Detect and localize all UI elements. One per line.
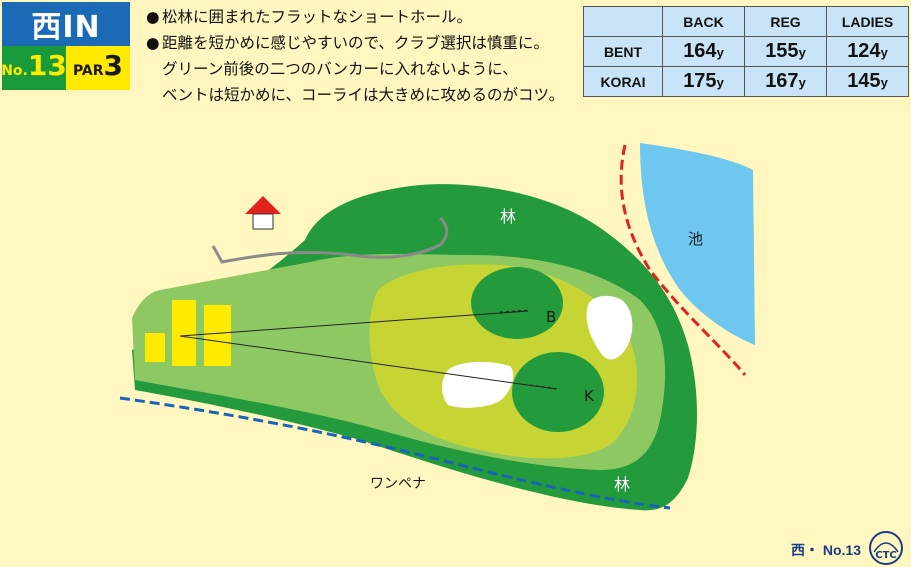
yardage-cell: 145y (826, 66, 909, 97)
label-green-k: K (584, 387, 595, 405)
target-line-b (179, 310, 529, 337)
yardage-unit: y (716, 75, 724, 90)
label-green-b: B (546, 308, 556, 326)
yardage-value: 155 (765, 40, 799, 62)
yardage-row-korai: KORAI 175y 167y 145y (583, 66, 909, 97)
yardage-value: 167 (765, 70, 799, 92)
house-icon-body (252, 213, 274, 230)
yardage-cell: 124y (826, 36, 909, 67)
yardage-value: 164 (683, 40, 717, 62)
note-line-1: ●松林に囲まれたフラットなショートホール。 (146, 4, 576, 30)
yardage-unit: y (880, 75, 888, 90)
yardage-header-reg: REG (744, 6, 827, 37)
yardage-unit: y (798, 75, 806, 90)
hole-par-prefix: PAR (72, 63, 104, 79)
yardage-value: 175 (683, 70, 717, 92)
cart-path (211, 216, 449, 264)
bullet-icon: ● (146, 34, 160, 52)
hole-number: No.13 (1, 46, 67, 90)
yardage-header-ladies: LADIES (826, 6, 909, 37)
yardage-header-row: BACK REG LADIES (583, 6, 909, 37)
yardage-table: BACK REG LADIES BENT 164y 155y 124y KORA… (583, 6, 909, 97)
yardage-unit: y (880, 45, 888, 60)
green-b (471, 267, 563, 339)
yardage-row-bent: BENT 164y 155y 124y (583, 36, 909, 67)
ob-line-red (619, 144, 747, 376)
target-line-k (179, 335, 557, 390)
target-dash-k (529, 384, 561, 390)
target-dash-b (499, 309, 531, 313)
note-line-4: ベントは短かめに、コーライは大きめに攻めるのがコツ。 (162, 86, 565, 104)
yardage-unit: y (716, 45, 724, 60)
course-name: 西IN (2, 2, 130, 46)
club-logo: CTC (869, 531, 903, 565)
bunker-front (442, 361, 514, 408)
label-pond: 池 (688, 230, 703, 248)
label-rough: ワンペナ (370, 476, 426, 492)
yardage-cell: 175y (662, 66, 745, 97)
tee-ladies (145, 333, 165, 362)
footer-label: 西・ No.13 (790, 542, 861, 558)
tee-back (204, 305, 231, 366)
yardage-corner (583, 6, 663, 37)
yardage-row-label: KORAI (583, 66, 663, 97)
hole-notes: ●松林に囲まれたフラットなショートホール。 ●距離を短かめに感じやすいので、クラ… (146, 4, 576, 108)
pond (640, 143, 755, 345)
tee-reg (172, 300, 196, 366)
bunker-back (586, 295, 633, 360)
note-line-2: ●距離を短かめに感じやすいので、クラブ選択は慎重に。 (146, 30, 576, 56)
green-k (512, 352, 604, 432)
yardage-value: 145 (847, 70, 881, 92)
logo-text: CTC (875, 550, 897, 561)
note-text-1: 松林に囲まれたフラットなショートホール。 (162, 8, 473, 26)
note-line-3: グリーン前後の二つのバンカーに入れないように、 (162, 60, 518, 78)
label-woods-top: 林 (500, 207, 516, 226)
hole-number-value: 13 (27, 49, 67, 82)
hole-number-prefix: No. (1, 63, 28, 79)
yardage-value: 124 (847, 40, 881, 62)
house-icon (245, 196, 281, 214)
hole-par-value: 3 (103, 49, 124, 82)
yardage-cell: 155y (744, 36, 827, 67)
label-woods-bottom: 林 (614, 475, 630, 494)
bullet-icon: ● (146, 8, 160, 26)
ob-line-blue (119, 396, 671, 510)
yardage-unit: y (798, 45, 806, 60)
note-text-2: 距離を短かめに感じやすいので、クラブ選択は慎重に。 (162, 34, 549, 52)
yardage-header-back: BACK (662, 6, 745, 37)
